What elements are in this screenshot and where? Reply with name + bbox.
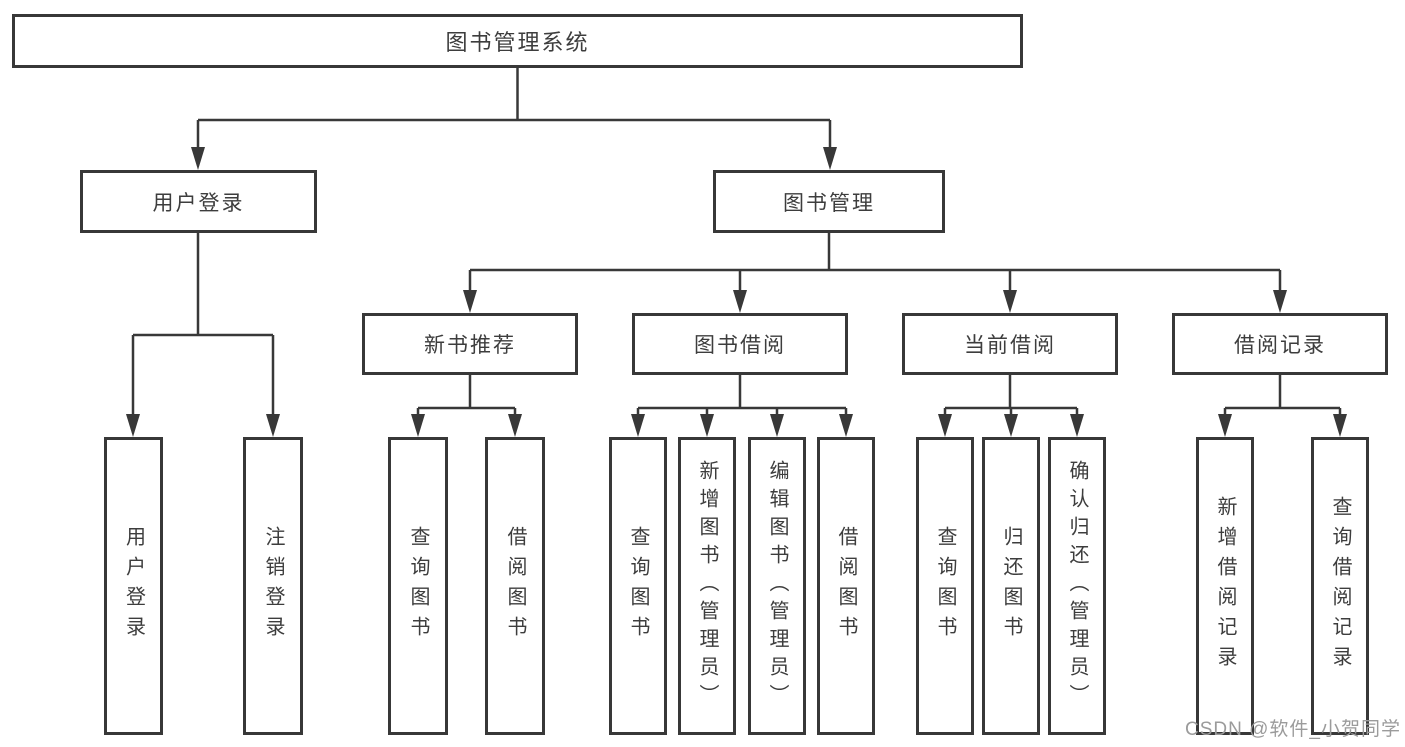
leaf-user-login: 用户登录: [104, 437, 163, 735]
leaf-query-book-rec: 查询图书: [388, 437, 448, 735]
connector-new-book-rec-children: [411, 375, 522, 437]
leaf-borrow-book-borrow: 借阅图书: [817, 437, 875, 735]
leaf-confirm-return-admin: 确认归还（管理员）: [1048, 437, 1106, 735]
leaf-query-book-borrow: 查询图书: [609, 437, 667, 735]
leaf-return-book: 归还图书: [982, 437, 1040, 735]
node-user-login: 用户登录: [80, 170, 317, 233]
leaf-query-book-current: 查询图书: [916, 437, 974, 735]
connector-current-borrow-children: [938, 375, 1084, 437]
node-borrowing-records: 借阅记录: [1172, 313, 1388, 375]
node-library-system: 图书管理系统: [12, 14, 1023, 68]
node-book-management: 图书管理: [713, 170, 945, 233]
csdn-watermark: CSDN @软件_小贺同学: [1185, 719, 1401, 740]
leaf-add-book-admin: 新增图书（管理员）: [678, 437, 736, 735]
connector-borrow-records-children: [1218, 375, 1347, 437]
node-new-book-recommendation: 新书推荐: [362, 313, 578, 375]
leaf-edit-book-admin: 编辑图书（管理员）: [748, 437, 806, 735]
connector-book-mgmt-children: [463, 233, 1287, 313]
connector-user-login-children: [126, 233, 280, 437]
node-book-borrowing: 图书借阅: [632, 313, 848, 375]
connector-book-borrow-children: [631, 375, 853, 437]
connector-root-to-level2: [191, 68, 837, 170]
leaf-add-borrow-record: 新增借阅记录: [1196, 437, 1254, 735]
leaf-logout: 注销登录: [243, 437, 303, 735]
leaf-borrow-book-rec: 借阅图书: [485, 437, 545, 735]
leaf-query-borrow-record: 查询借阅记录: [1311, 437, 1369, 735]
node-current-borrowing: 当前借阅: [902, 313, 1118, 375]
